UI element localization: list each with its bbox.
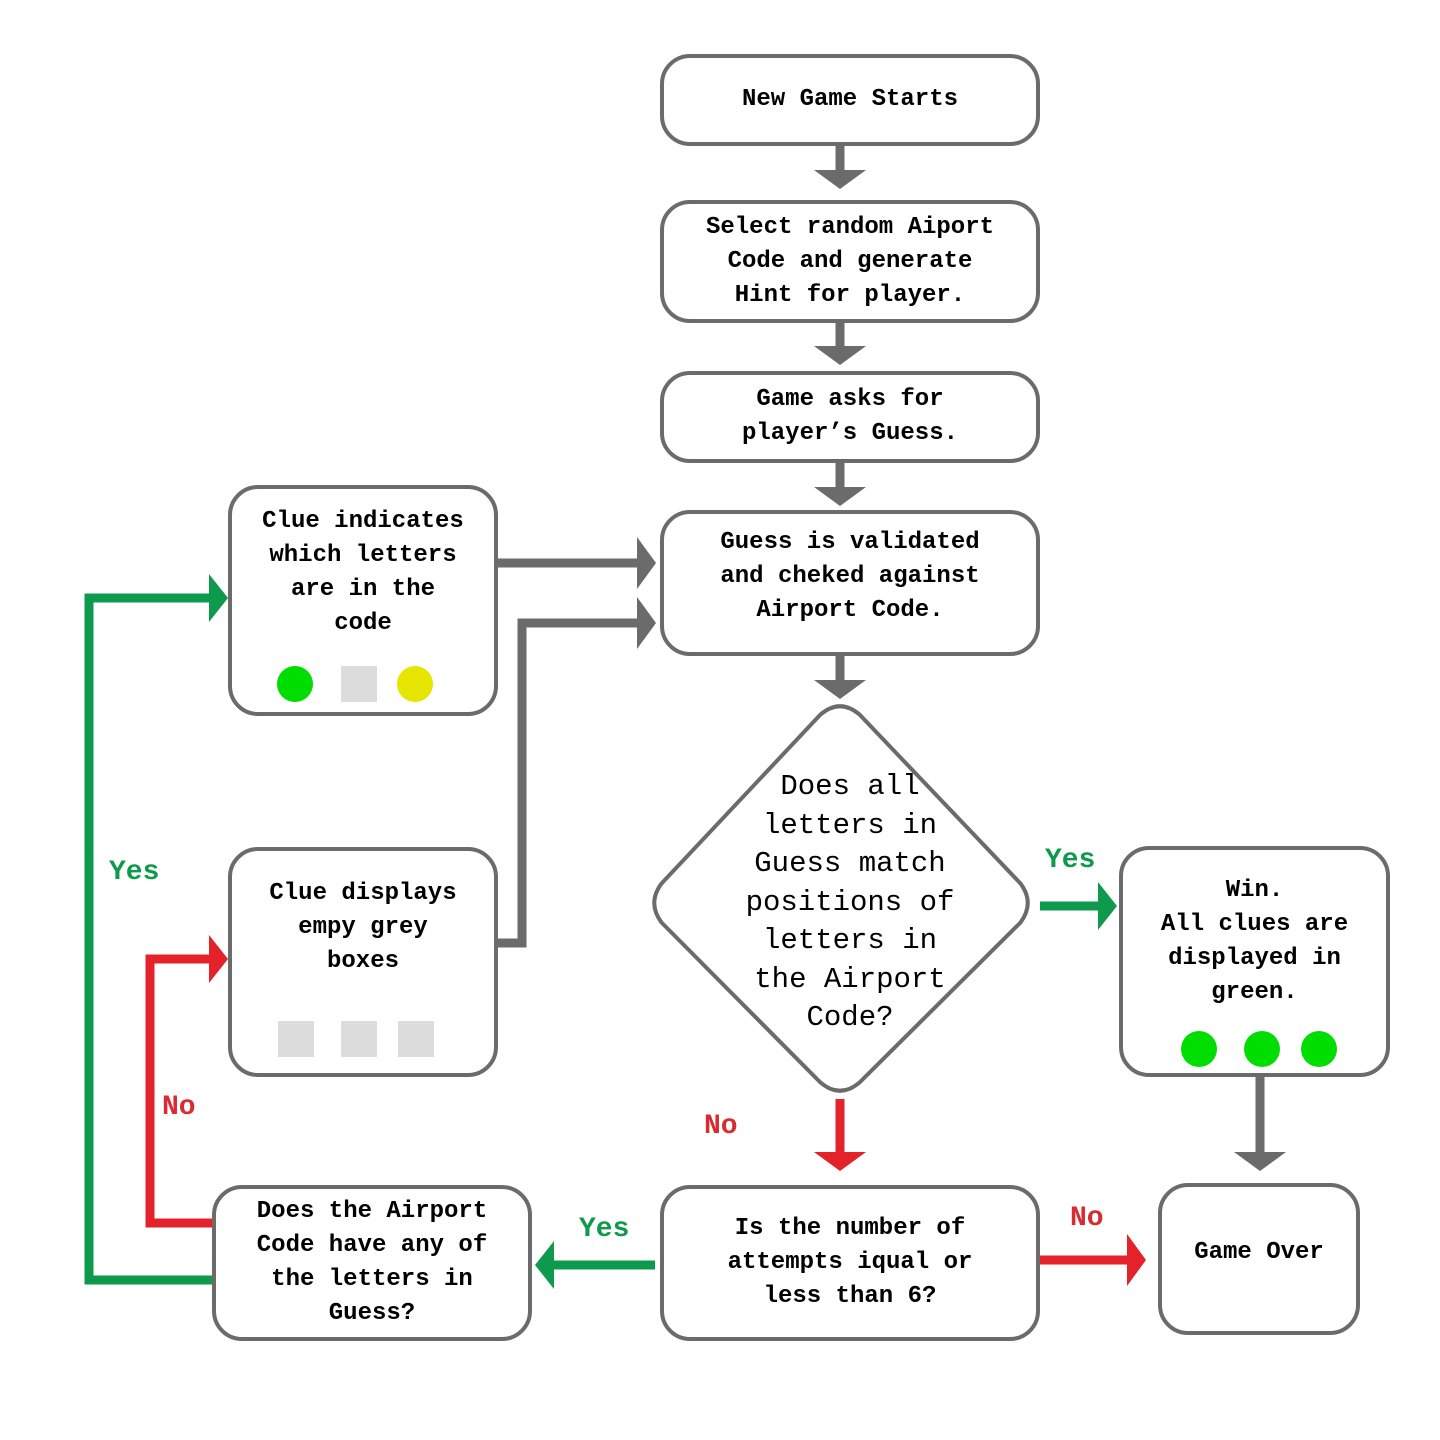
- node-attempts-check-text: Is the number of attempts iqual or less …: [727, 1215, 973, 1310]
- node-validate-guess: Guess is validated and cheked against Ai…: [660, 510, 1040, 656]
- label-attempts-no: No: [1070, 1203, 1104, 1234]
- label-match-no: No: [704, 1111, 738, 1142]
- node-new-game-starts: New Game Starts: [660, 54, 1040, 146]
- grey-box-icon: [341, 666, 377, 702]
- arrowhead-attempts-yes-to-letters: [535, 1241, 554, 1289]
- node-new-game-starts-text: New Game Starts: [741, 86, 959, 113]
- node-any-letters-check: Does the Airport Code have any of the le…: [212, 1185, 532, 1341]
- node-any-letters-check-text: Does the Airport Code have any of the le…: [256, 1198, 488, 1327]
- arrowhead-decision-no-to-attempts: [814, 1152, 866, 1171]
- arrowhead-letters-yes-to-clue-letters: [209, 574, 228, 622]
- grey-box-icon: [341, 1021, 377, 1057]
- green-dot-icon: [277, 666, 313, 702]
- arrowhead-attempts-no-to-gameover: [1127, 1234, 1146, 1286]
- node-ask-guess-text: Game asks for player’s Guess.: [741, 386, 959, 447]
- label-letters-no: No: [162, 1092, 196, 1123]
- node-clue-letters-text: Clue indicates which letters are in the …: [262, 508, 464, 637]
- label-letters-yes: Yes: [109, 857, 160, 888]
- arrowhead-select-to-ask: [814, 346, 866, 365]
- arrowhead-validate-to-decision: [814, 680, 866, 699]
- arrowhead-decision-yes-to-win: [1098, 882, 1117, 930]
- arrowhead-ask-to-validate: [814, 487, 866, 506]
- green-dot-icon: [1181, 1031, 1217, 1067]
- label-attempts-yes: Yes: [579, 1214, 630, 1245]
- yellow-dot-icon: [397, 666, 433, 702]
- label-match-yes: Yes: [1045, 845, 1096, 876]
- arrowhead-win-to-gameover: [1234, 1152, 1286, 1171]
- arrowhead-clue-letters-to-validate: [637, 537, 656, 589]
- grey-box-icon: [398, 1021, 434, 1057]
- node-select-airport-code-text: Select random Aiport Code and generate H…: [705, 213, 995, 309]
- arrowhead-start-to-select: [814, 170, 866, 189]
- node-game-over-text: Game Over: [1194, 1239, 1324, 1266]
- arrow-letters-no-to-clue-empty: [145, 954, 212, 1228]
- node-ask-guess: Game asks for player’s Guess.: [660, 371, 1040, 463]
- node-attempts-check: Is the number of attempts iqual or less …: [660, 1185, 1040, 1341]
- node-validate-guess-text: Guess is validated and cheked against Ai…: [720, 529, 980, 624]
- arrow-letters-yes-to-clue-letters: [84, 593, 212, 1285]
- decision-diamond-shape: [652, 704, 1030, 1093]
- arrowhead-clue-empty-to-validate: [637, 597, 656, 649]
- node-clue-empty-text: Clue displays empy grey boxes: [269, 880, 457, 975]
- green-dot-icon: [1301, 1031, 1337, 1067]
- grey-box-icon: [278, 1021, 314, 1057]
- arrowhead-letters-no-to-clue-empty: [209, 935, 228, 983]
- decision-match-text: Does all letters in Guess match position…: [745, 770, 955, 1035]
- green-dot-icon: [1244, 1031, 1280, 1067]
- node-game-over: Game Over: [1158, 1183, 1360, 1335]
- arrow-clue-empty-to-validate: [498, 618, 640, 948]
- node-select-airport-code: Select random Aiport Code and generate H…: [660, 200, 1040, 323]
- node-win-text: Win. All clues are displayed in green.: [1160, 877, 1349, 1006]
